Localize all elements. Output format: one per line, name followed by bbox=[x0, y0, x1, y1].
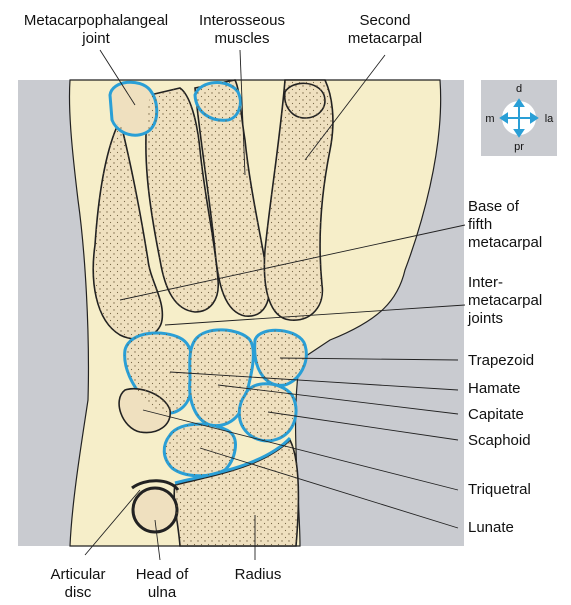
label-base-of-fifth-metacarpal: Base of fifth metacarpal bbox=[468, 198, 542, 252]
compass-label-pr: pr bbox=[514, 141, 524, 153]
orientation-compass: d pr m la bbox=[481, 80, 557, 156]
ulna-head bbox=[133, 488, 177, 532]
label-interosseous-muscles: Interosseous muscles bbox=[199, 12, 285, 48]
compass-label-la: la bbox=[545, 113, 554, 125]
compass-label-d: d bbox=[516, 83, 522, 95]
label-head-of-ulna: Head of ulna bbox=[136, 566, 189, 602]
label-trapezoid: Trapezoid bbox=[468, 352, 534, 370]
label-second-metacarpal: Second metacarpal bbox=[348, 12, 422, 48]
label-scaphoid: Scaphoid bbox=[468, 432, 531, 450]
label-hamate: Hamate bbox=[468, 380, 521, 398]
label-triquetral: Triquetral bbox=[468, 481, 531, 499]
label-capitate: Capitate bbox=[468, 406, 524, 424]
label-lunate: Lunate bbox=[468, 519, 514, 537]
label-intermetacarpal-joints: Inter- metacarpal joints bbox=[468, 274, 542, 328]
compass-label-m: m bbox=[485, 113, 494, 125]
label-articular-disc: Articular disc bbox=[50, 566, 105, 602]
label-radius: Radius bbox=[235, 566, 282, 584]
label-metacarpophalangeal-joint: Metacarpophalangeal joint bbox=[24, 12, 168, 48]
